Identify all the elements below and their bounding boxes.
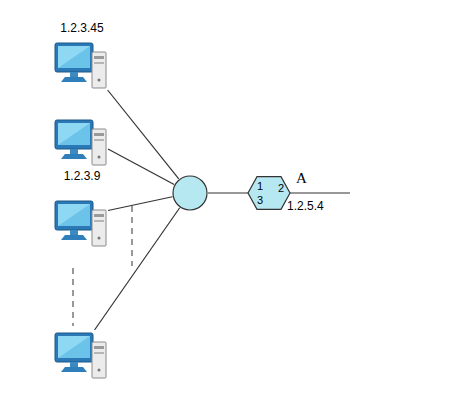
computer-icon (52, 117, 108, 167)
ip-address: 1.2.3.9 (64, 170, 101, 182)
computer-icon (52, 330, 108, 380)
computer-node (52, 330, 108, 380)
computer-icon (52, 198, 108, 248)
computer-node: 1.2.3.45 (52, 40, 108, 90)
network-link (208, 192, 248, 193)
network-link (108, 149, 174, 185)
continuation-dash (73, 268, 74, 326)
ip-address: 1.2.3.45 (60, 22, 103, 34)
node-outline (172, 175, 208, 211)
network-link (108, 90, 179, 179)
network-link (95, 208, 180, 330)
computer-node: 1.2.3.9 (52, 117, 108, 167)
computer-icon (52, 40, 108, 90)
router-name: A (296, 171, 307, 186)
computer-node (52, 198, 108, 248)
router-address: 1.2.5.4 (287, 200, 324, 212)
hub-circle (172, 175, 208, 211)
port-number: 3 (257, 195, 263, 206)
uplink-wire (290, 192, 350, 193)
port-number: 1 (257, 181, 263, 192)
network-link (108, 197, 172, 211)
continuation-dash (132, 206, 133, 266)
port-number: 2 (278, 183, 284, 194)
router-hexagon: 1 2 3 (248, 176, 290, 210)
